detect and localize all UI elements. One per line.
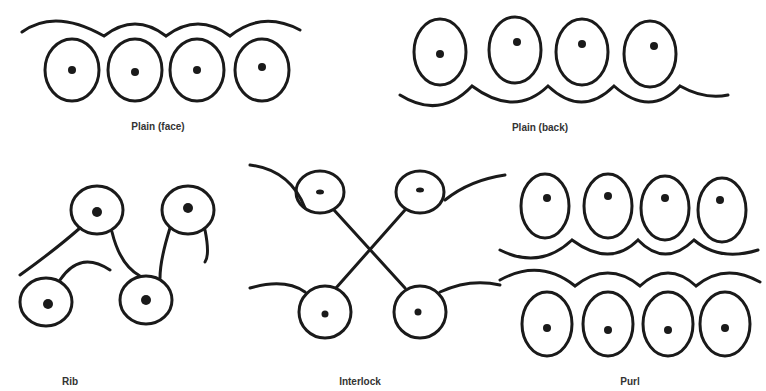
caption-label: Interlock [339, 376, 381, 387]
purl-loops [500, 174, 760, 356]
caption-label: Rib [62, 376, 78, 387]
interlock-loops [250, 165, 505, 338]
rib-loops [20, 186, 214, 326]
caption-label: Purl [620, 376, 639, 387]
caption-label: Plain (face) [131, 121, 184, 132]
caption-label: Plain (back) [512, 122, 568, 133]
plain-back-loops [400, 17, 728, 106]
plain-face-loops [22, 21, 300, 101]
